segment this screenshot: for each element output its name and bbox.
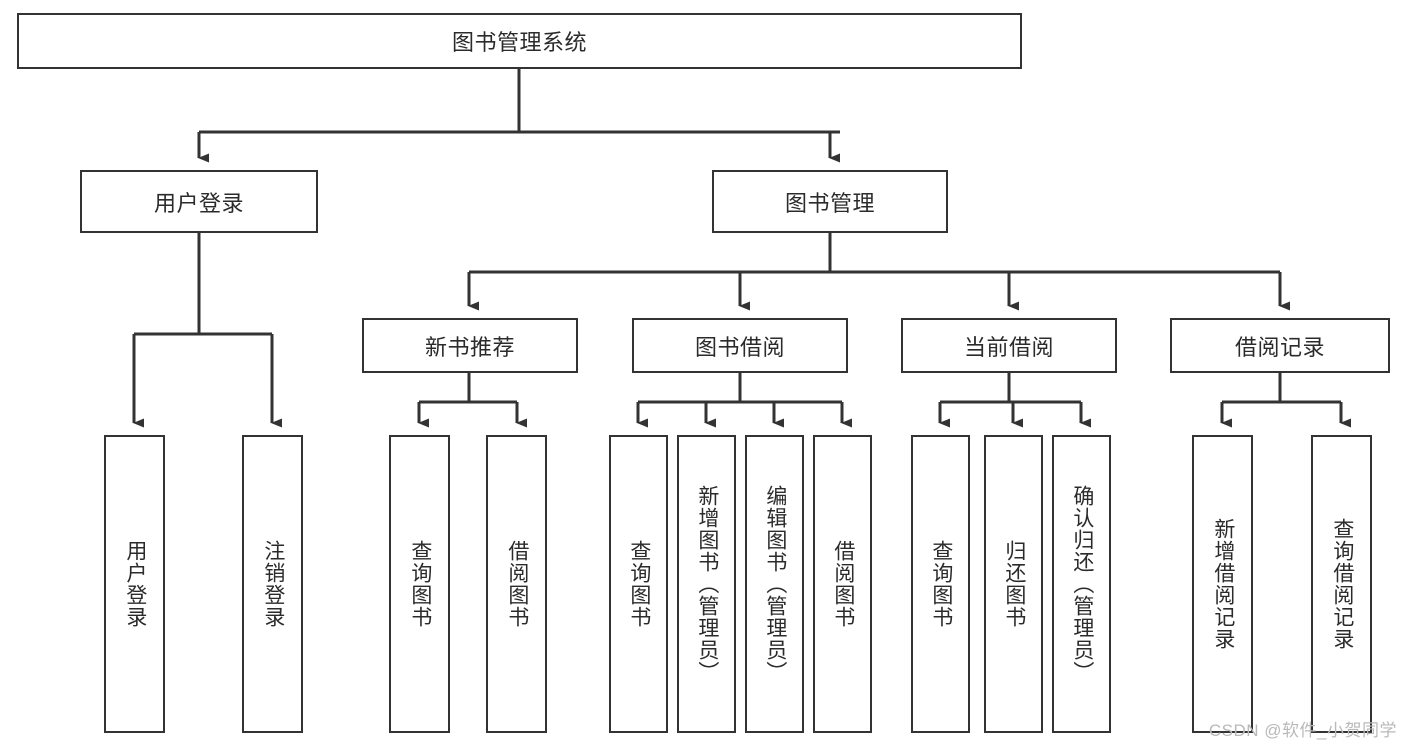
leaf-confirm-return-admin-label: 确认归还（管理员）: [1070, 485, 1094, 683]
node-new-book-recommend[interactable]: 新书推荐: [362, 318, 578, 373]
leaf-borrow-query-book[interactable]: 查询图书: [609, 435, 668, 733]
leaf-borrow-book[interactable]: 借阅图书: [813, 435, 872, 733]
leaf-current-query-book-label: 查询图书: [929, 540, 953, 628]
leaf-return-book-label: 归还图书: [1002, 540, 1026, 628]
node-borrow-records-label: 借阅记录: [1234, 334, 1325, 360]
leaf-add-borrow-record[interactable]: 新增借阅记录: [1192, 435, 1253, 733]
leaf-query-borrow-record[interactable]: 查询借阅记录: [1311, 435, 1372, 733]
node-borrow-records[interactable]: 借阅记录: [1170, 318, 1390, 373]
node-root-label: 图书管理系统: [451, 30, 587, 55]
node-book-borrow[interactable]: 图书借阅: [632, 318, 848, 373]
node-current-borrow-label: 当前借阅: [963, 334, 1054, 360]
leaf-add-borrow-record-label: 新增借阅记录: [1211, 518, 1235, 650]
node-user-login-label: 用户登录: [153, 190, 244, 216]
leaf-newbook-query-book[interactable]: 查询图书: [389, 435, 450, 733]
watermark-text: CSDN @软件_小贺同学: [1208, 721, 1397, 740]
leaf-edit-book-admin-label: 编辑图书（管理员）: [763, 485, 787, 683]
leaf-edit-book-admin[interactable]: 编辑图书（管理员）: [745, 435, 804, 733]
leaf-user-login-label: 用户登录: [123, 540, 147, 628]
leaf-add-book-admin[interactable]: 新增图书（管理员）: [677, 435, 736, 733]
leaf-borrow-book-label: 借阅图书: [831, 540, 855, 628]
leaf-current-query-book[interactable]: 查询图书: [911, 435, 970, 733]
leaf-newbook-borrow-book-label: 借阅图书: [505, 540, 529, 628]
leaf-logout-label: 注销登录: [261, 540, 285, 628]
leaf-newbook-query-book-label: 查询图书: [408, 540, 432, 628]
leaf-query-borrow-record-label: 查询借阅记录: [1330, 518, 1354, 650]
node-user-login[interactable]: 用户登录: [80, 170, 318, 233]
leaf-add-book-admin-label: 新增图书（管理员）: [695, 485, 719, 683]
leaf-return-book[interactable]: 归还图书: [984, 435, 1043, 733]
node-current-borrow[interactable]: 当前借阅: [901, 318, 1117, 373]
leaf-logout[interactable]: 注销登录: [242, 435, 303, 733]
leaf-confirm-return-admin[interactable]: 确认归还（管理员）: [1052, 435, 1111, 733]
leaf-borrow-query-book-label: 查询图书: [627, 540, 651, 628]
node-new-book-recommend-label: 新书推荐: [424, 334, 515, 360]
node-book-borrow-label: 图书借阅: [694, 334, 785, 360]
node-book-management-label: 图书管理: [784, 190, 875, 216]
node-book-management[interactable]: 图书管理: [712, 170, 948, 233]
node-root[interactable]: 图书管理系统: [17, 13, 1022, 69]
leaf-newbook-borrow-book[interactable]: 借阅图书: [486, 435, 547, 733]
leaf-user-login[interactable]: 用户登录: [104, 435, 165, 733]
